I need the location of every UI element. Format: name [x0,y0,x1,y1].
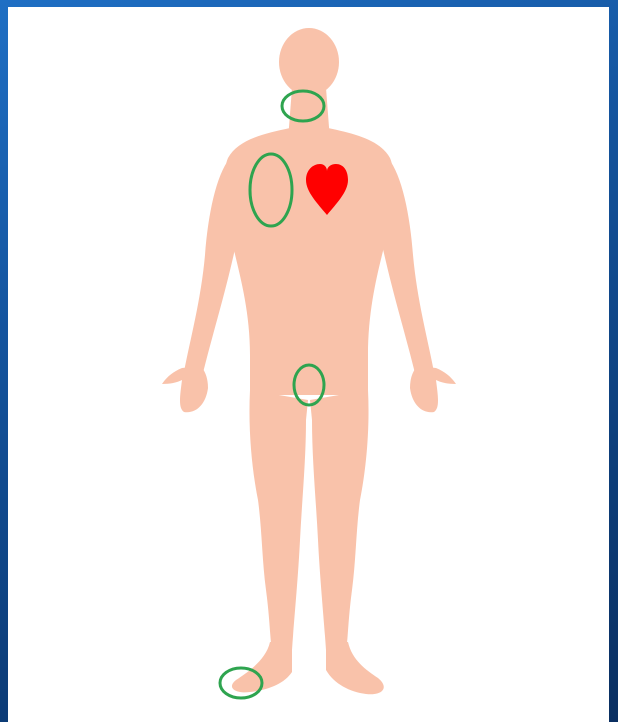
body-silhouette-icon [162,28,456,694]
